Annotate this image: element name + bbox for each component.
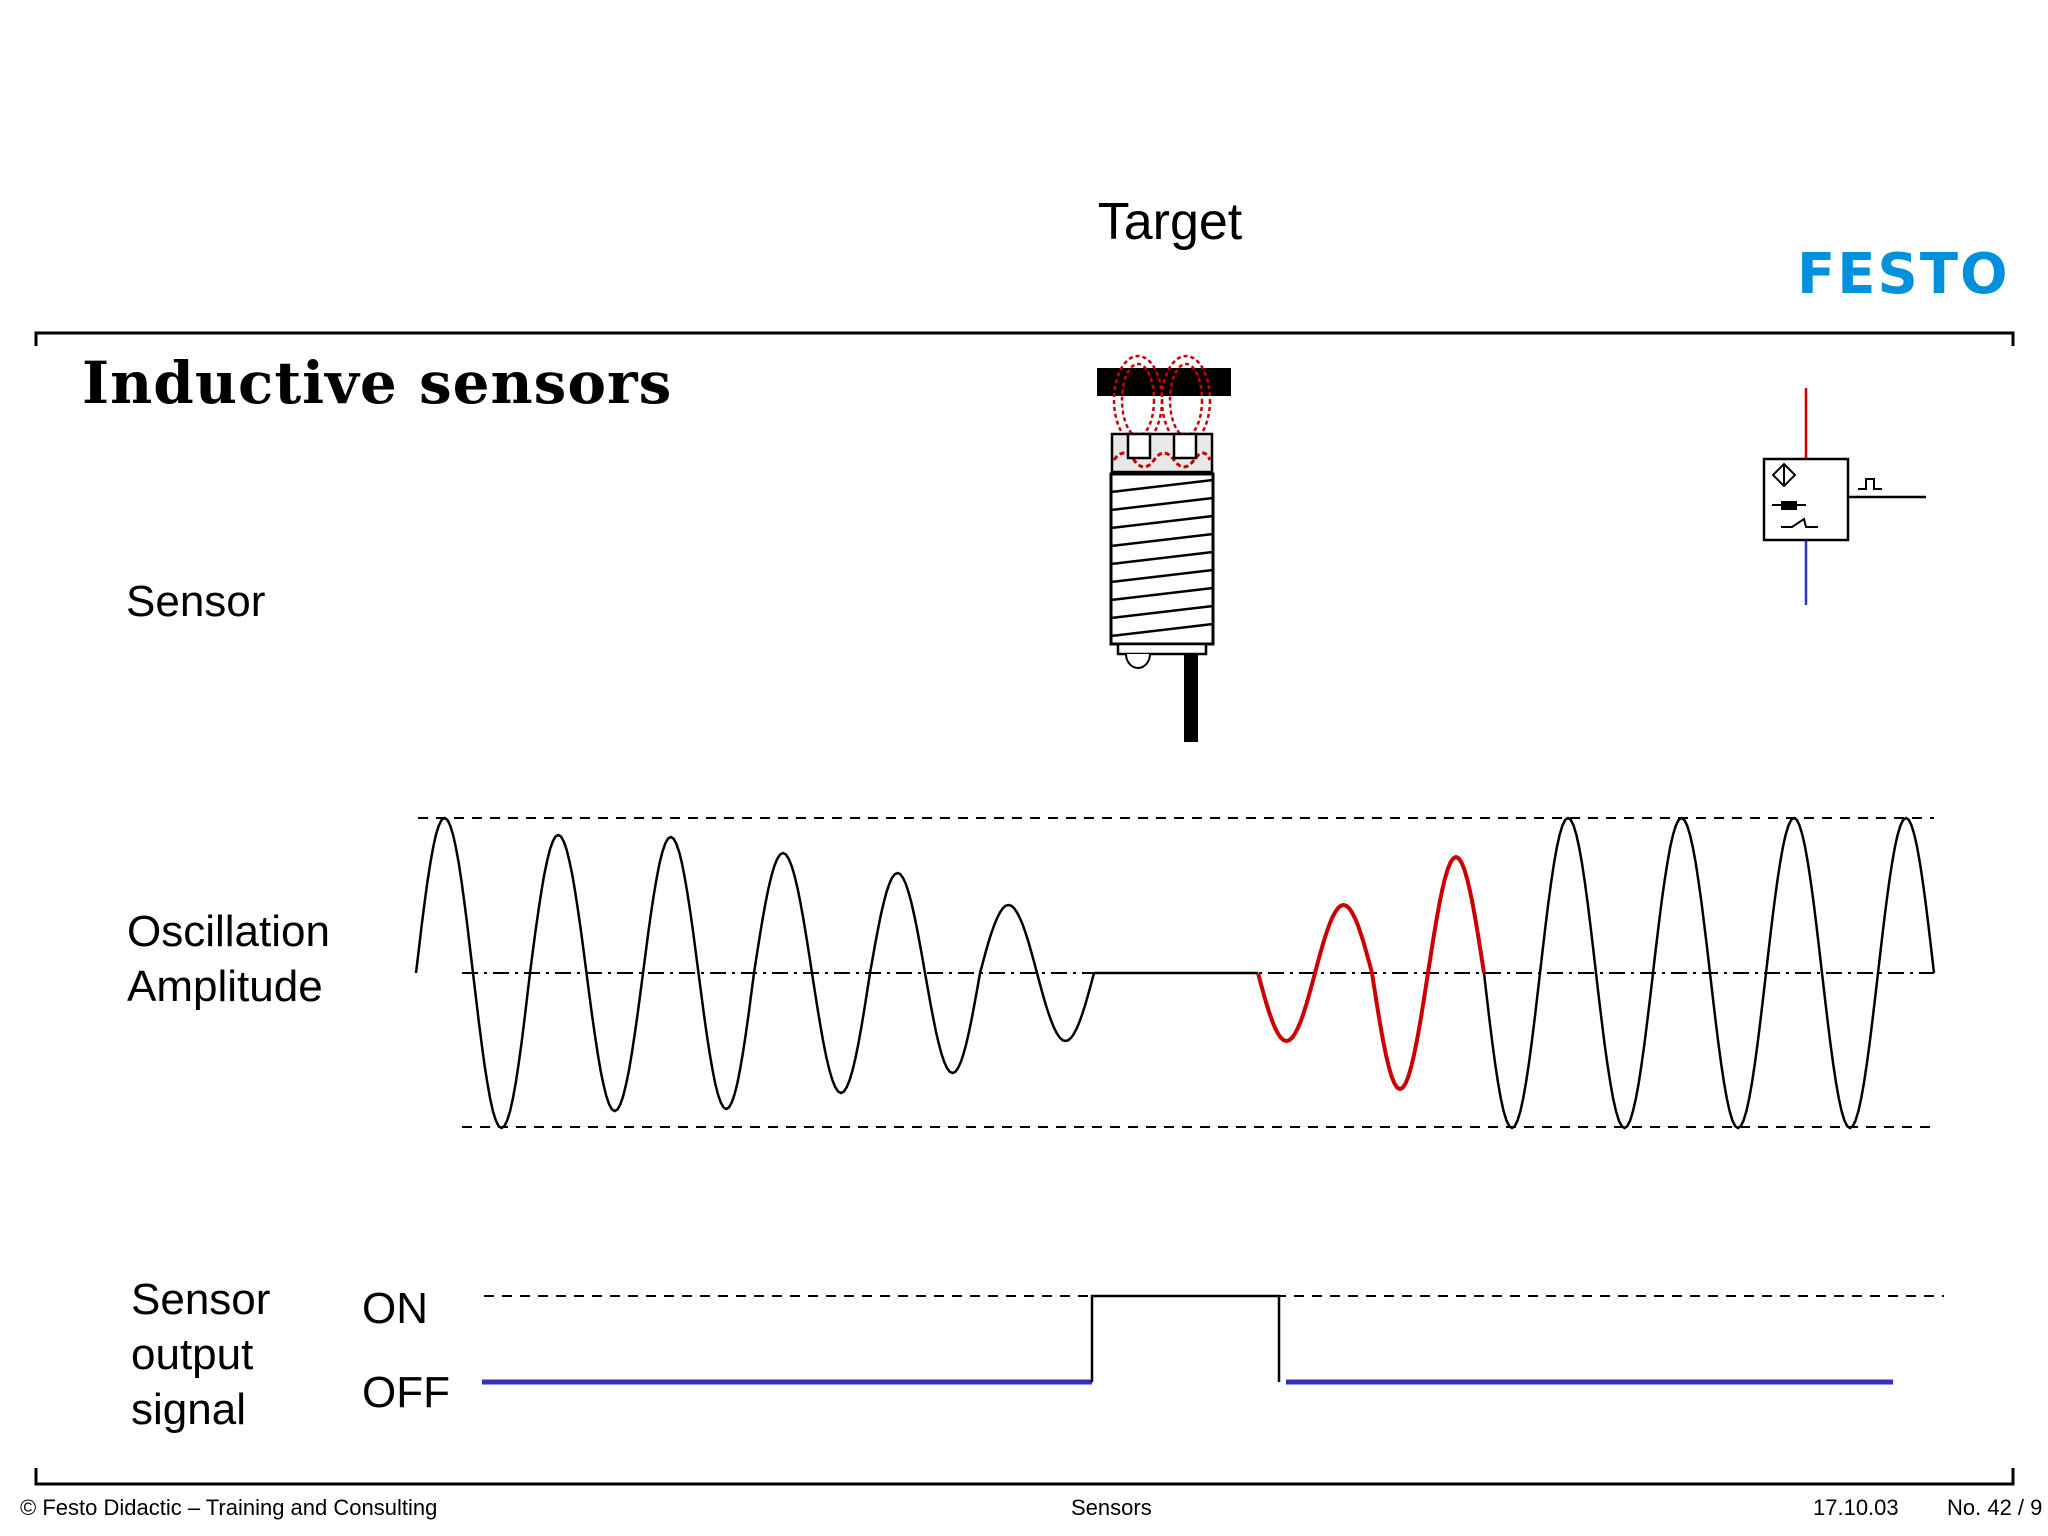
oscillation-row-label: Oscillation Amplitude: [127, 904, 330, 1014]
oscillation-wave-recovering: [1256, 854, 1486, 1092]
slide-title: Inductive sensors: [82, 349, 673, 417]
status-led: [1125, 653, 1151, 669]
oscillation-wave: [414, 816, 1936, 1130]
output-row-label: Sensor output signal: [131, 1272, 270, 1437]
oscillation-label-line2: Amplitude: [127, 962, 323, 1011]
thread-lines: [1110, 478, 1214, 638]
footer-rule: [34, 1468, 2015, 1486]
festo-logo: FESTO: [1797, 242, 2010, 307]
coil-window-right: [1172, 432, 1198, 460]
footer-date: 17.10.03: [1813, 1495, 1899, 1520]
header-rule: [34, 331, 2015, 346]
footer-copyright: © Festo Didactic – Training and Consulti…: [20, 1495, 438, 1520]
output-label-line2: output: [131, 1330, 254, 1379]
oscillation-label-line1: Oscillation: [127, 907, 330, 956]
inductive-diamond-icon: [1771, 462, 1797, 488]
output-signal: [482, 1294, 1944, 1385]
switch-icon: [1781, 517, 1818, 528]
sensor-illustration: [1097, 354, 1231, 742]
sensor-base: [1116, 642, 1208, 656]
oscillation-wave-normal: [414, 816, 1936, 1130]
footer-page: No. 42 / 9: [1947, 1495, 2043, 1520]
coil-window-left: [1126, 432, 1152, 460]
output-label-line3: signal: [131, 1385, 246, 1434]
off-label: OFF: [362, 1368, 450, 1417]
on-pulse: [1090, 1294, 1281, 1382]
sensor-row-label: Sensor: [126, 577, 266, 626]
output-label-line1: Sensor: [131, 1275, 271, 1324]
on-label: ON: [362, 1284, 428, 1333]
sensor-circuit-symbol: [1762, 388, 1926, 605]
footer-topic: Sensors: [1071, 1495, 1152, 1520]
target-label: Target: [1097, 193, 1243, 251]
sensor-cable: [1184, 654, 1198, 742]
pulse-icon: [1858, 478, 1882, 490]
